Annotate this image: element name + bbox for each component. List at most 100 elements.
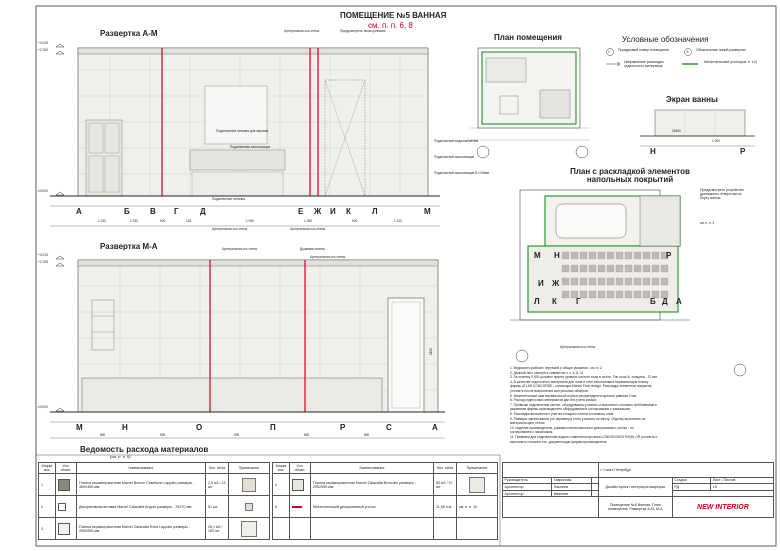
dimension: 890 (364, 433, 370, 437)
floor-tile (615, 290, 624, 299)
room-title: ПОМЕЩЕНИЕ №5 ВАННАЯ (340, 11, 447, 20)
level-ceiling-2: +2,765 (38, 260, 48, 264)
room-reference: см. п. п. 6, 8 (368, 21, 413, 30)
quantity: 51 шт. (205, 495, 229, 518)
dimension: 1 020 (98, 219, 106, 223)
quantity: 60 м2 / 37 шт (433, 473, 457, 496)
floor-tile (642, 264, 651, 273)
dimension: 500 (160, 219, 166, 223)
quantity: 11,06 п.м. (433, 495, 457, 518)
screen-title: Экран ванны (666, 95, 718, 104)
legend-text: Направление раскладки отделочного матери… (624, 60, 664, 68)
role: Архитектор (501, 483, 553, 491)
callout: Душевая штанга (300, 247, 325, 251)
dimension: 1 090 (246, 219, 254, 223)
level-top-2: +3,015 (38, 253, 48, 257)
axis-letter: И (538, 279, 544, 288)
callout: Центральная ось стены (310, 255, 346, 259)
floor-tile (570, 264, 579, 273)
note-line: 4. В качестве отделочного материала для … (510, 379, 649, 384)
floor-tile (633, 251, 642, 260)
plan-title: План помещения (494, 33, 562, 42)
sample (228, 473, 270, 496)
axis-letter: Е (298, 207, 304, 216)
table-row: 3 Плитка керамогранитная Marvel Calacatt… (38, 517, 270, 540)
axis-letter: Н (122, 423, 128, 432)
col-header: Примечание (228, 462, 270, 474)
level-floor: ±0,000 (38, 189, 48, 193)
col-header: Марка поз. (272, 462, 290, 474)
floor-tile-plan (510, 189, 747, 377)
floor-tile (588, 277, 597, 286)
dimension: 890 (304, 433, 310, 437)
axis-letter: А (76, 207, 82, 216)
axis-letter: К (346, 207, 351, 216)
material-name: Декоративная вставка Marvel Calacatta An… (76, 495, 206, 518)
floor-tile (651, 251, 660, 260)
level-ceiling: +2,765 (38, 48, 48, 52)
note-line: 10. Изделие производитель, размеры метал… (510, 425, 634, 430)
floor-tile (561, 264, 570, 273)
note: см. п. п. 10 (456, 495, 498, 518)
floor-tile (579, 251, 588, 260)
note-line: 1. Ведомость рабочих чертежей и общие ук… (510, 366, 602, 370)
axis-letter: М (534, 251, 541, 260)
table-row: 2 Декоративная вставка Marvel Calacatta … (38, 495, 270, 518)
col-header: Усл. обозн. (55, 462, 77, 474)
axis-letter: И (330, 207, 336, 216)
dimension: 995 (234, 433, 240, 437)
note-line: 8. Раскладка выполнена с учетом толщины … (510, 411, 615, 416)
sheets-label: Листов (723, 478, 736, 483)
screen-letter: Р (740, 147, 746, 156)
quantity: 2,5 м2 / 13 шт (205, 473, 229, 496)
level-top: +3,015 (38, 41, 48, 45)
note-line: материала цвет стены. (510, 421, 546, 426)
materials-title: Ведомость расхода материалов (80, 445, 209, 454)
floor-tile (606, 277, 615, 286)
dimension: 1 100 (394, 219, 402, 223)
floor-tile (651, 264, 660, 273)
axis-letter: Р (340, 423, 346, 432)
callout: Подключение питания для зеркала (216, 129, 269, 133)
floor-tile (588, 264, 597, 273)
callout: Подключение питания (212, 197, 246, 201)
axis-letter: Г (576, 297, 581, 306)
note-line: согласованию с заказчиком. (510, 430, 554, 435)
axis-letter: Б (650, 297, 656, 306)
note-line: 3. За отметку 0,000 условно принят урове… (510, 375, 658, 380)
note-line: выполнить согласно тех. документации фир… (510, 439, 608, 444)
note-line: 7. Привязки подключения сантех. оборудов… (510, 402, 657, 407)
elevation-a-m (50, 43, 440, 227)
floor-tile (606, 290, 615, 299)
floor-tile (660, 264, 669, 273)
col-header: Примечание (456, 462, 498, 474)
floor-tile (633, 277, 642, 286)
floor-tile (660, 277, 669, 286)
callout: Подключение канализации D=100мм (434, 171, 489, 175)
elevation-m-a (50, 255, 445, 439)
floor-tile (561, 290, 570, 299)
stage-label: Стадия (671, 476, 712, 485)
swatch (55, 473, 77, 496)
sheet-number: 15 (710, 483, 774, 491)
legend-sym: 2 (608, 49, 610, 54)
dimension: 500 (352, 219, 358, 223)
floor-tile (651, 277, 660, 286)
callout: Центральная ось стены (560, 345, 596, 349)
mark: 4 (272, 473, 290, 496)
axis-letter: Н (554, 251, 560, 260)
floor-tile (615, 251, 624, 260)
sample (456, 473, 498, 496)
floor-tile (597, 290, 606, 299)
callout: Подключение водоснабжения (434, 139, 479, 143)
mark: 5 (272, 495, 290, 518)
floor-tile (570, 251, 579, 260)
floor-tile (597, 277, 606, 286)
level-floor-2: ±0,000 (38, 405, 48, 409)
room-plan (470, 47, 590, 159)
axis-letter: Ж (314, 207, 322, 216)
swatch (289, 495, 311, 518)
sample (228, 517, 270, 540)
dimension: 1 030 (130, 219, 138, 223)
